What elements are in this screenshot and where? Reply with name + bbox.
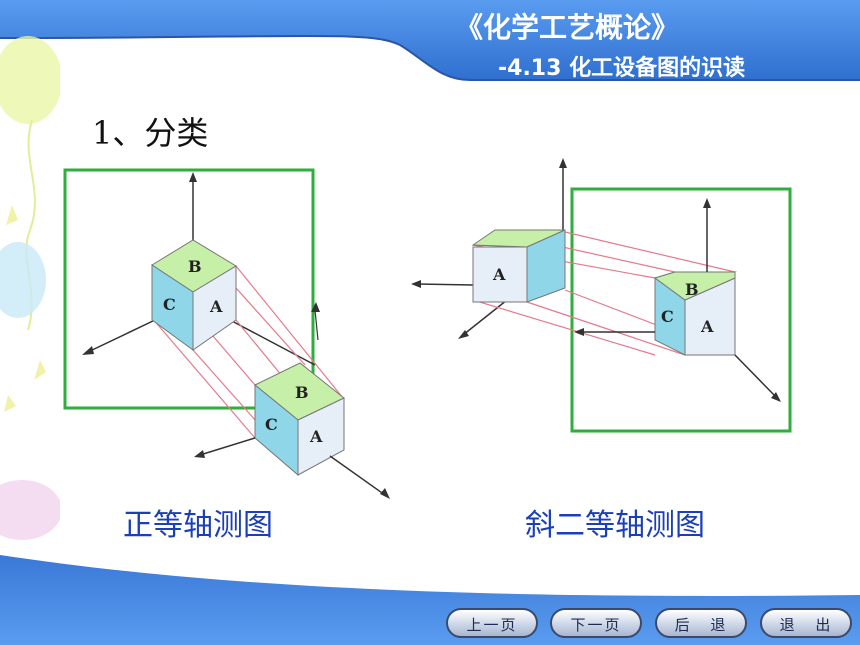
cube1-face-top: B (188, 257, 202, 276)
cube1-face-right: A (209, 297, 223, 316)
cube4-face-top: B (685, 280, 699, 299)
oblique-figure: A B C A (411, 158, 792, 433)
cube3-face-front: A (492, 265, 506, 284)
caption-oblique: 斜二等轴测图 (525, 508, 705, 543)
cube1-face-left: C (163, 295, 176, 314)
next-page-button[interactable]: 下一页 (550, 608, 642, 638)
slide-subtitle: -4.13 化工设备图的识读 (498, 56, 746, 81)
footer-band (0, 555, 860, 645)
prev-page-button[interactable]: 上一页 (446, 608, 538, 638)
caption-isometric: 正等轴测图 (123, 508, 273, 543)
balloon-decoration (0, 36, 60, 540)
cube4-face-front: A (700, 317, 714, 336)
exit-button[interactable]: 退 出 (760, 608, 852, 638)
cube4-face-left: C (661, 307, 674, 326)
isometric-figure: B C A B C A (63, 168, 390, 499)
cube2-face-left: C (265, 415, 278, 434)
header-band (0, 0, 860, 81)
slide-title: 《化学工艺概论》 (455, 11, 680, 44)
cube2-face-right: A (309, 427, 323, 446)
cube2-face-top: B (295, 383, 309, 402)
section-heading: 1、分类 (92, 114, 209, 152)
back-button[interactable]: 后 退 (655, 608, 747, 638)
